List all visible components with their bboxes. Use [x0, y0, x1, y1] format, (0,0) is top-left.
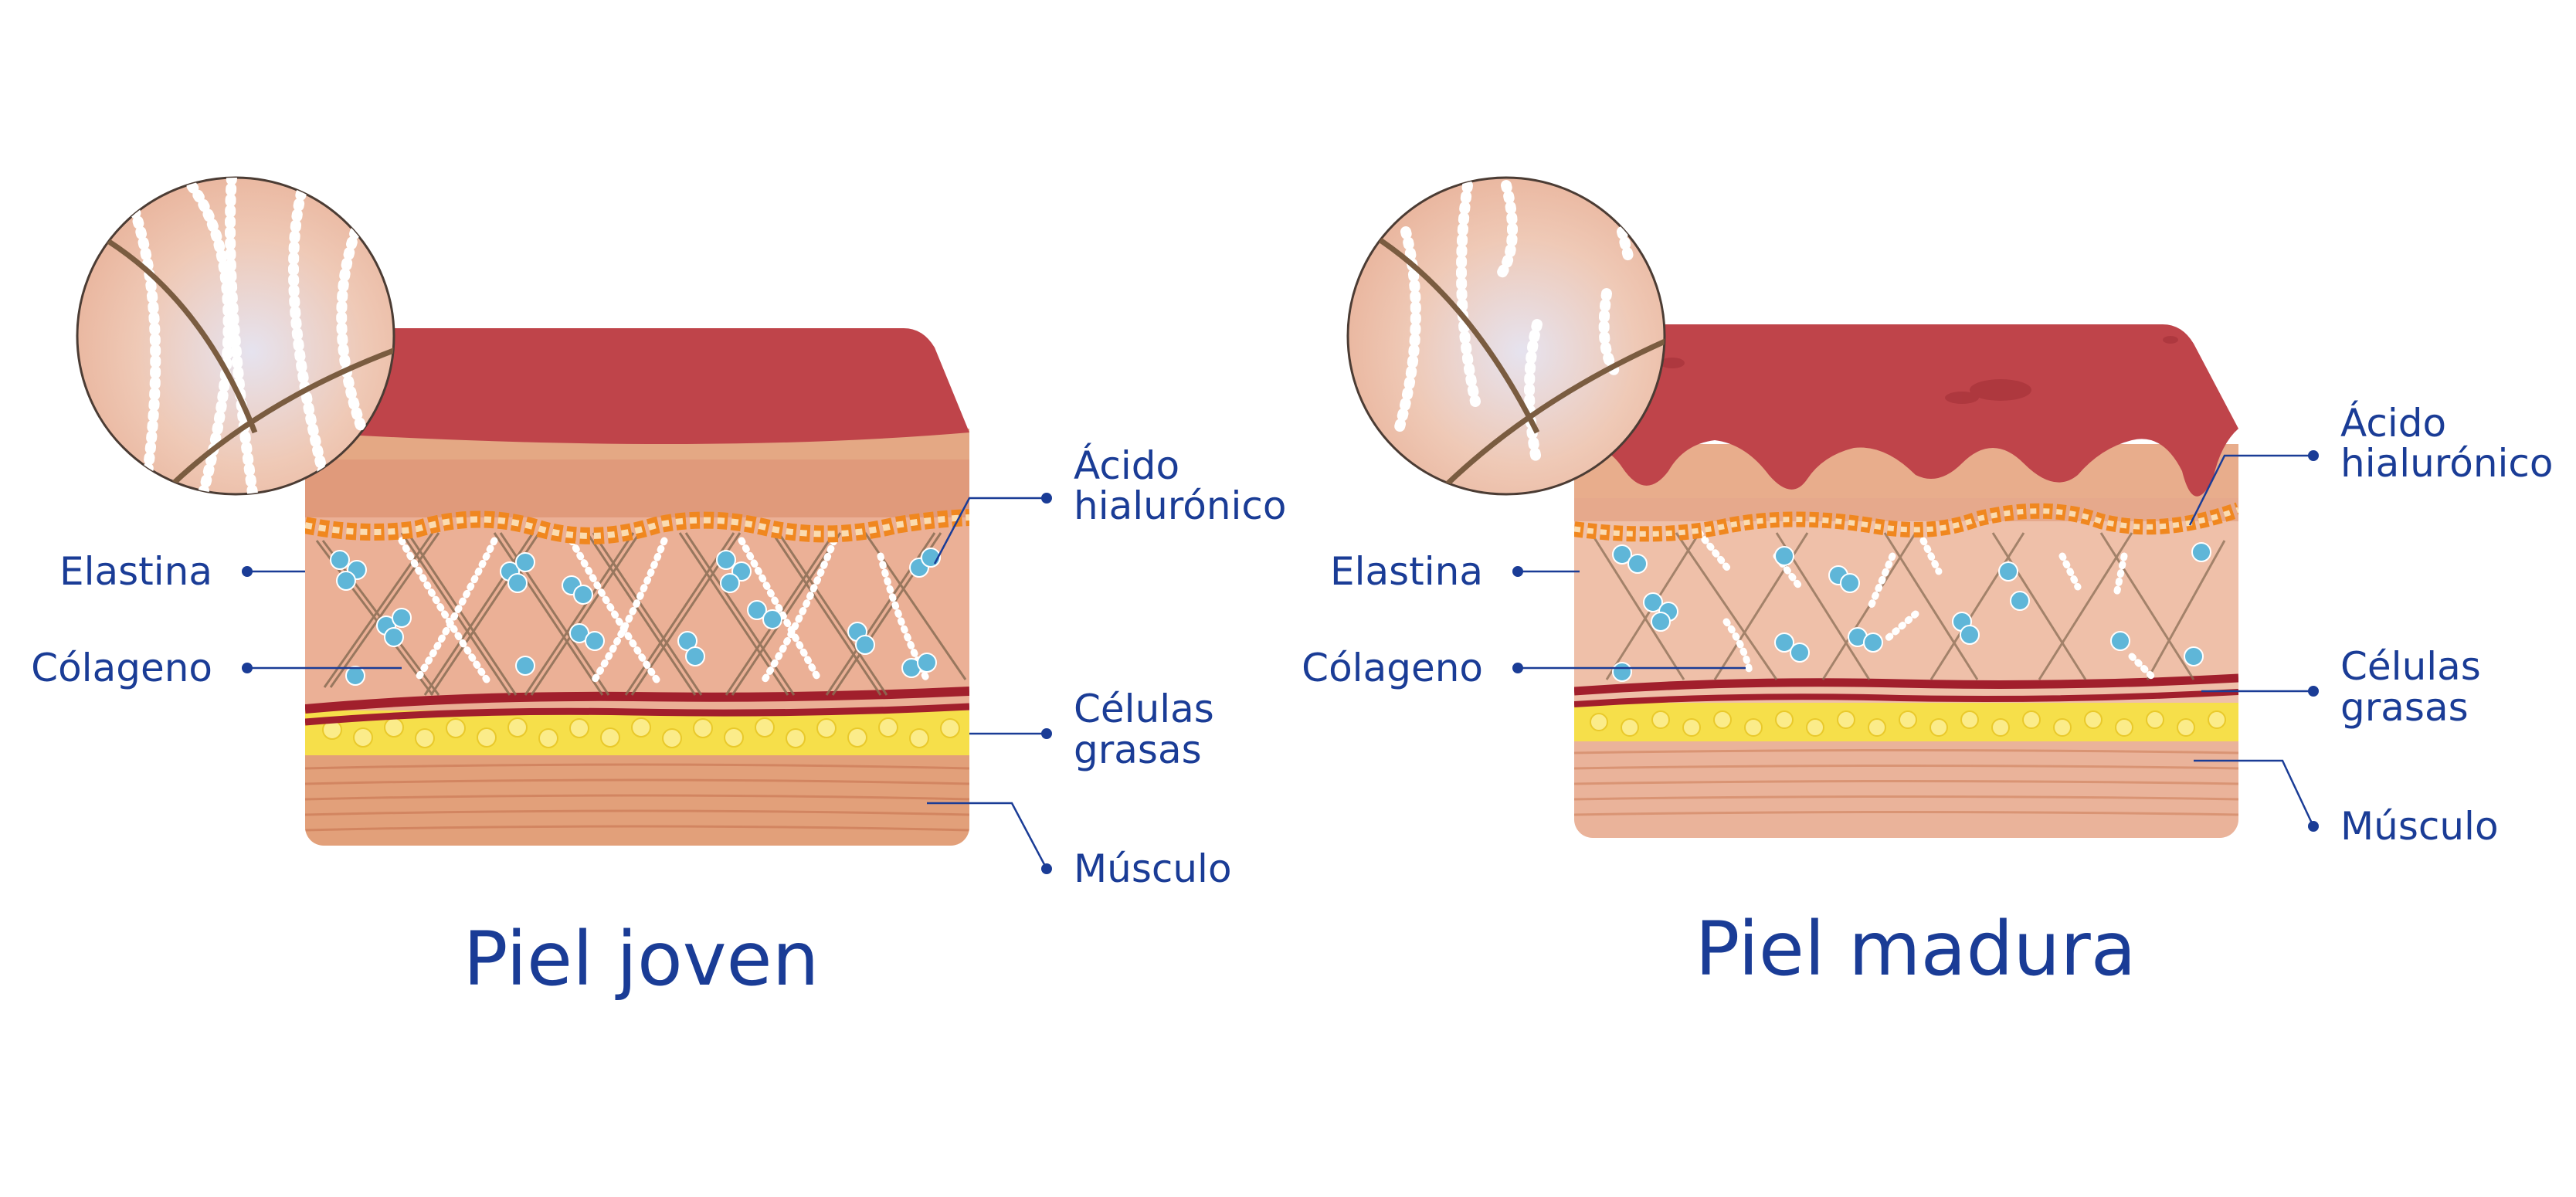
- fat-cells: [1590, 710, 2226, 737]
- hyaluronic-acid-molecules: [330, 548, 941, 686]
- muscle-layer: [305, 753, 969, 846]
- muscle-layer: [1574, 738, 2238, 838]
- collagen-fibers: [1695, 529, 2159, 683]
- fat-cells: [322, 717, 960, 748]
- label-musculo: Músculo: [2340, 804, 2499, 849]
- title-piel-joven: Piel joven: [463, 916, 820, 1002]
- label-acido-line2: hialurónico: [2340, 441, 2554, 486]
- elastin-fibers: [315, 532, 967, 696]
- muscle-stripes: [305, 763, 969, 832]
- callout-dots: [242, 450, 2319, 874]
- young-skin-labels: Elastina Cólageno Ácido hialurónico Célu…: [31, 443, 1286, 1002]
- label-celulas-line1: Células: [1074, 687, 1214, 731]
- epidermis-layer: [305, 328, 969, 444]
- label-acido-line1: Ácido: [1074, 443, 1179, 488]
- young-skin-block: [305, 328, 969, 846]
- callout-lines: [247, 454, 2315, 870]
- blood-vessel: [305, 703, 969, 726]
- blood-vessel: [1574, 673, 2238, 696]
- label-colageno: Cólageno: [1302, 646, 1483, 690]
- mature-skin-block: [1574, 324, 2238, 838]
- label-celulas-line2: grasas: [1074, 727, 1202, 772]
- label-elastina: Elastina: [1330, 549, 1483, 594]
- mature-skin-labels: Elastina Cólageno Ácido hialurónico Célu…: [1302, 400, 2553, 992]
- label-musculo: Músculo: [1074, 846, 1232, 891]
- young-collagen-zoom: [76, 176, 395, 496]
- label-acido-line1: Ácido: [2340, 400, 2446, 446]
- label-elastina: Elastina: [59, 549, 212, 594]
- epidermis-layer: [1574, 324, 2238, 497]
- label-colageno: Cólageno: [31, 646, 212, 690]
- blood-vessel: [305, 687, 969, 714]
- blood-vessel: [1574, 689, 2238, 707]
- label-celulas-line1: Células: [2340, 644, 2481, 689]
- muscle-stripes: [1574, 749, 2238, 816]
- label-acido-line2: hialurónico: [1074, 483, 1287, 528]
- mature-collagen-zoom: [1346, 176, 1666, 496]
- label-celulas-line2: grasas: [2340, 685, 2469, 730]
- age-spots: [1660, 336, 2178, 404]
- title-piel-madura: Piel madura: [1695, 906, 2136, 992]
